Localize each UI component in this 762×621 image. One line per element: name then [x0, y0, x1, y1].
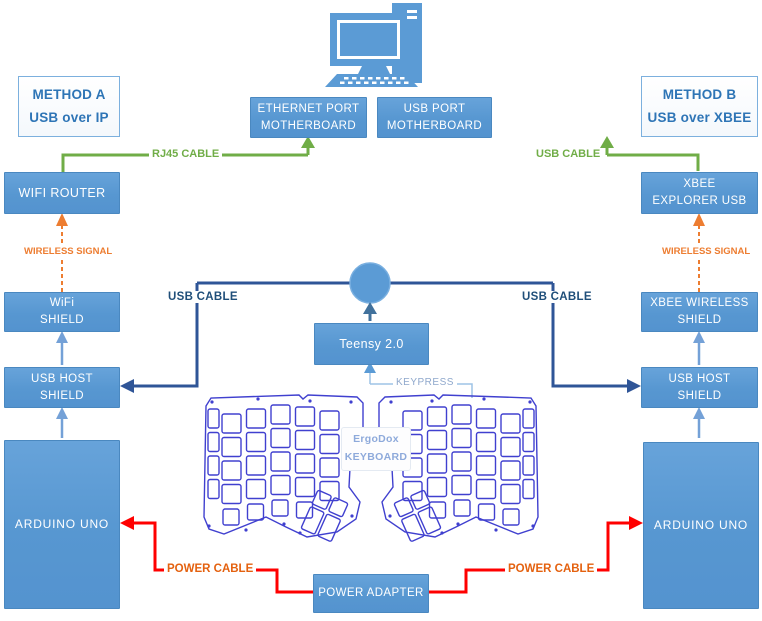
usb-host-shield-right-box: USB HOST SHIELD: [641, 367, 758, 408]
method-b-header: METHOD B USB over XBEE: [641, 76, 758, 137]
wifi-shield-box: WiFi SHIELD: [4, 292, 120, 332]
wireless-signal-right-label: WIRELESS SIGNAL: [659, 246, 754, 257]
arduino-uno-right-box: ARDUINO UNO: [643, 442, 759, 609]
desktop-computer-icon: [325, 3, 422, 87]
rj45-cable-arrowhead: [301, 136, 315, 148]
power-adapter-box: POWER ADAPTER: [313, 574, 429, 613]
teensy-to-hub-arrowhead: [363, 302, 377, 314]
usb-cable-top-line: [605, 145, 700, 171]
ergodox-pcb-drawing: [203, 394, 539, 543]
ergodox-keyboard-label: ErgoDox KEYBOARD: [341, 427, 411, 471]
power-cable-right-arrowhead: [629, 516, 643, 530]
keyboard-keys-marks: [340, 77, 409, 84]
method-a-header: METHOD A USB over IP: [18, 76, 120, 137]
ethernet-port-box: ETHERNET PORT MOTHERBOARD: [250, 97, 367, 138]
teensy-box: Teensy 2.0: [314, 323, 429, 365]
shield-stack-arrowheads: [56, 331, 705, 419]
wifi-router-box: WIFI ROUTER: [4, 172, 120, 214]
xbee-explorer-box: XBEE EXPLORER USB: [641, 172, 758, 214]
rj45-cable-label: RJ45 CABLE: [149, 148, 223, 160]
power-cable-left-label: POWER CABLE: [164, 563, 257, 575]
power-cable-left-arrowhead: [120, 516, 134, 530]
usb-cable-left-arrowhead: [120, 379, 134, 393]
keypress-label: KEYPRESS: [393, 377, 457, 388]
usb-cable-top-label: USB CABLE: [533, 148, 604, 160]
arduino-uno-left-box: ARDUINO UNO: [4, 440, 120, 609]
usb-hub-node: [349, 262, 391, 304]
shield-stack-arrows: [60, 341, 701, 438]
usb-cable-top-arrowhead: [600, 136, 614, 148]
usb-cable-right-label: USB CABLE: [519, 291, 595, 303]
usb-cable-left-label: USB CABLE: [165, 291, 241, 303]
xbee-wireless-shield-box: XBEE WIRELESS SHIELD: [641, 292, 758, 332]
wireless-signal-left-label: WIRELESS SIGNAL: [21, 246, 116, 257]
wireless-signal-arrowheads: [56, 213, 705, 226]
usb-host-shield-left-box: USB HOST SHIELD: [4, 367, 120, 408]
power-cable-right-label: POWER CABLE: [505, 563, 598, 575]
usb-port-box: USB PORT MOTHERBOARD: [377, 97, 492, 138]
usb-cable-right-arrowhead: [627, 379, 641, 393]
